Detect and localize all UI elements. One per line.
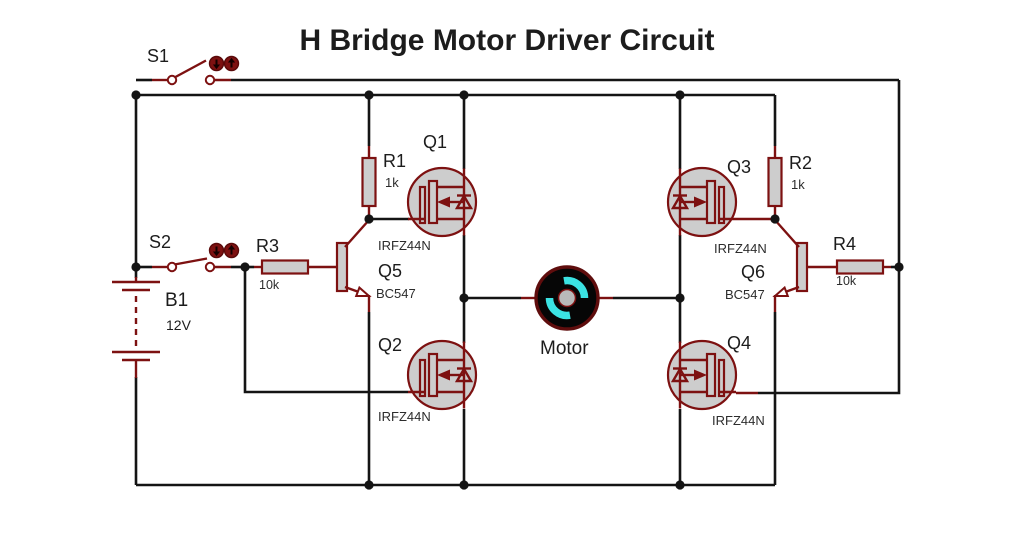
q3-value: IRFZ44N (714, 241, 767, 256)
b1-value: 12V (166, 317, 191, 333)
q2-label: Q2 (378, 335, 403, 355)
r2-value: 1k (791, 177, 805, 192)
s1-label: S1 (147, 46, 170, 66)
r1-value: 1k (385, 175, 399, 190)
r3-value: 10k (259, 278, 280, 292)
wire-q2-gate (243, 267, 408, 394)
q5-label: Q5 (378, 261, 403, 281)
r4-label: R4 (833, 234, 857, 254)
mosfet-q2 (406, 339, 478, 411)
q4-value: IRFZ44N (712, 413, 765, 428)
wire-vcc-rail (136, 93, 777, 146)
q4-label: Q4 (727, 333, 752, 353)
q1-value: IRFZ44N (378, 238, 431, 253)
s1-toggle-down-button[interactable] (208, 55, 225, 72)
s2-toggle-up-button[interactable] (223, 242, 240, 259)
resistor-r4 (835, 259, 899, 275)
motor-m1 (534, 265, 600, 331)
page-title: H Bridge Motor Driver Circuit (299, 24, 715, 57)
motor-hub (557, 288, 577, 308)
motor-label: Motor (540, 338, 589, 359)
transistor-q5 (306, 218, 371, 298)
r4-value: 10k (836, 274, 857, 288)
s1-toggle-up-button[interactable] (223, 55, 240, 72)
r3-label: R3 (256, 236, 280, 256)
junction-dots (131, 90, 904, 490)
q3-label: Q3 (727, 157, 752, 177)
wire-ground-rail (134, 377, 775, 487)
q6-value: BC547 (725, 287, 765, 302)
q2-value: IRFZ44N (378, 409, 431, 424)
battery-b1 (112, 277, 160, 378)
q1-label: Q1 (423, 132, 448, 152)
mosfet-q3 (666, 166, 738, 238)
switch-s1 (152, 55, 240, 86)
s2-toggle-down-button[interactable] (208, 242, 225, 259)
motor-rotor-arcs (545, 276, 589, 320)
s2-lever[interactable] (174, 257, 208, 266)
r1-label: R1 (383, 151, 407, 171)
q5-value: BC547 (376, 286, 416, 301)
resistor-r2 (767, 146, 783, 219)
resistor-r1 (361, 146, 377, 219)
mosfet-q1 (369, 166, 478, 238)
wire-right-rail (758, 80, 901, 395)
resistor-r3 (245, 259, 310, 275)
transistor-q6 (773, 218, 838, 298)
r2-label: R2 (789, 153, 813, 173)
mosfet-q4 (666, 339, 738, 411)
s1-lever[interactable] (173, 59, 207, 79)
b1-label: B1 (165, 290, 189, 311)
q6-label: Q6 (741, 262, 766, 282)
s2-label: S2 (149, 232, 172, 252)
